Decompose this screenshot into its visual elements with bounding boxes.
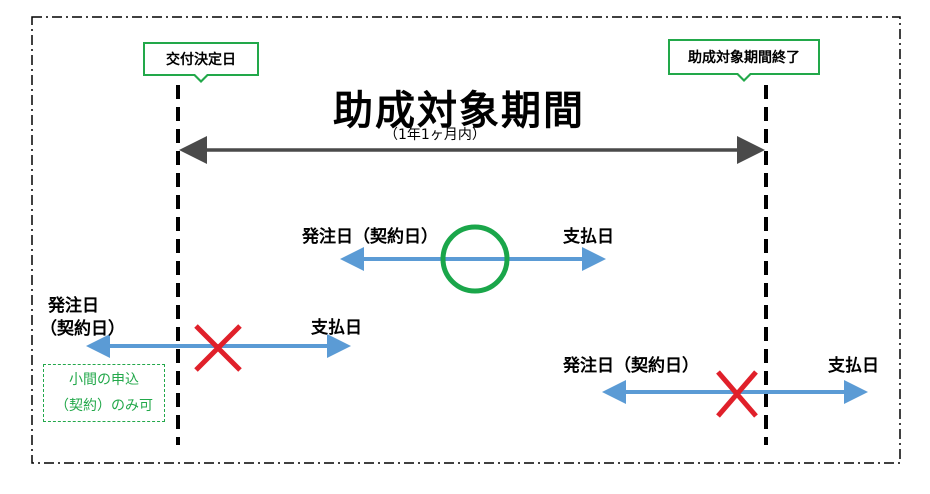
valid-order-label: 発注日（契約日） <box>302 227 438 247</box>
ng-cross-mark-late <box>716 370 758 418</box>
start-date-label: 交付決定日 <box>166 52 236 68</box>
ng-cross-mark-early <box>194 324 242 372</box>
end-date-label: 助成対象期間終了 <box>688 50 800 66</box>
ok-circle-mark <box>440 224 510 294</box>
start-date-tag: 交付決定日 <box>143 42 259 83</box>
diagram-title: 助成対象期間 <box>333 88 585 134</box>
note-line-1: 小間の申込 <box>69 372 139 388</box>
valid-payment-label: 支払日 <box>563 227 614 247</box>
diagram-subtitle: （1年1ヶ月内） <box>384 127 486 143</box>
end-date-tag: 助成対象期間終了 <box>668 39 820 82</box>
early-order-label-line1: 発注日 <box>48 296 99 316</box>
early-payment-label: 支払日 <box>311 318 362 338</box>
outer-frame <box>31 16 901 464</box>
early-order-label-line2: （契約日） <box>40 319 125 339</box>
note-line-2: （契約）のみ可 <box>55 398 153 414</box>
late-payment-label: 支払日 <box>828 356 879 376</box>
late-order-label: 発注日（契約日） <box>563 356 699 376</box>
exception-note: 小間の申込 （契約）のみ可 <box>43 364 165 422</box>
